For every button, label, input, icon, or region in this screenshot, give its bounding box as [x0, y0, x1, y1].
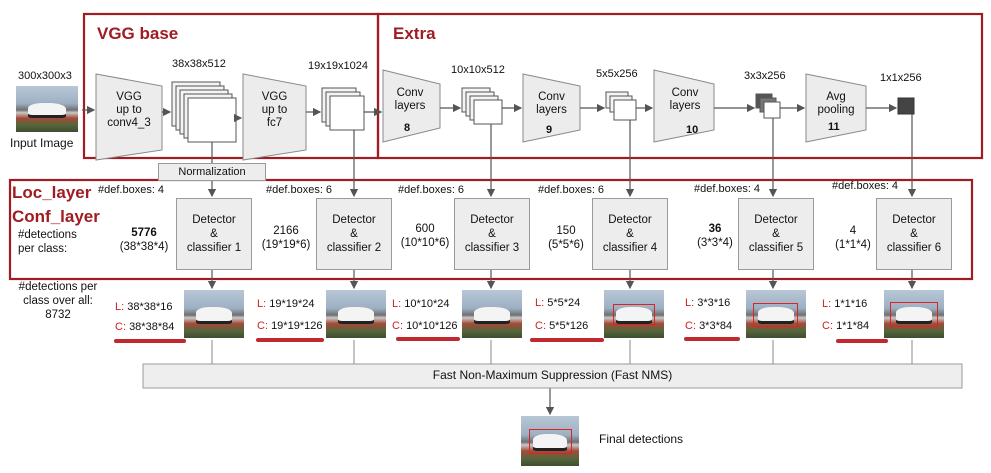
pool11-number: 11	[828, 121, 840, 133]
output-6-L: L: 1*1*16	[822, 298, 868, 310]
count-5: 36(3*3*4)	[697, 223, 733, 249]
detector-5: Detector&classifier 5	[738, 198, 814, 270]
output-2-C: C: 19*19*126	[257, 320, 323, 332]
normalization-box: Normalization	[158, 163, 266, 181]
input-size: 300x300x3	[18, 70, 72, 82]
output-6-C: C: 1*1*84	[822, 320, 870, 332]
count-2: 2166(19*19*6)	[261, 225, 311, 251]
underline-3	[396, 337, 460, 341]
fmap-size-6: 1x1x256	[880, 72, 922, 84]
def-boxes-1: #def.boxes: 4	[98, 184, 165, 196]
final-image	[521, 416, 579, 466]
fmap-stack-2	[321, 87, 365, 131]
underline-6	[836, 339, 888, 343]
count-1: 5776(38*38*4)	[119, 227, 169, 253]
def-boxes-4: #def.boxes: 6	[538, 184, 605, 196]
underline-4	[530, 338, 604, 342]
detector-1: Detector&classifier 1	[176, 198, 252, 270]
vgg-base-title: VGG base	[97, 24, 179, 43]
final-label: Final detections	[599, 432, 684, 446]
detector-2: Detector&classifier 2	[316, 198, 392, 270]
extra-title: Extra	[393, 24, 436, 43]
extra-frame	[376, 12, 984, 160]
conv10-number: 10	[686, 124, 699, 136]
conv8-number: 8	[404, 122, 411, 134]
conv10-shape	[653, 69, 715, 143]
output-3-C: C: 10*10*126	[392, 320, 458, 332]
def-boxes-2: #def.boxes: 6	[266, 184, 333, 196]
output-image-5	[746, 290, 806, 338]
output-4-L: L: 5*5*24	[535, 297, 581, 309]
output-1-C: C: 38*38*84	[115, 321, 175, 333]
detector-4: Detector&classifier 4	[592, 198, 668, 270]
output-3-L: L: 10*10*24	[392, 298, 450, 310]
output-image-2	[326, 290, 386, 338]
conv9-number: 9	[546, 124, 553, 136]
output-5-C: C: 3*3*84	[685, 320, 733, 332]
fmap-size-1: 38x38x512	[172, 58, 226, 70]
output-image-4	[604, 290, 664, 338]
vgg1-shape	[95, 73, 163, 161]
fmap-size-5: 3x3x256	[744, 70, 786, 82]
def-boxes-5: #def.boxes: 4	[694, 183, 761, 195]
output-4-C: C: 5*5*126	[535, 320, 589, 332]
fmap-stack-6	[897, 97, 915, 115]
underline-1	[114, 339, 186, 343]
output-1-L: L: 38*38*16	[115, 301, 173, 313]
conv8-shape	[382, 69, 441, 143]
detector-3: Detector&classifier 3	[454, 198, 530, 270]
fmap-stack-5	[755, 93, 781, 119]
fmap-stack-4	[605, 91, 637, 121]
output-2-L: L: 19*19*24	[257, 298, 315, 310]
fmap-size-3: 10x10x512	[451, 64, 505, 76]
underline-5	[684, 337, 740, 341]
input-label: Input Image	[10, 136, 74, 150]
count-3: 600(10*10*6)	[400, 223, 450, 249]
def-boxes-3: #def.boxes: 6	[398, 184, 465, 196]
loc-layer-title: Loc_layer	[12, 183, 92, 202]
fmap-stack-3	[461, 87, 503, 125]
output-5-L: L: 3*3*16	[685, 297, 731, 309]
vgg2-shape	[242, 73, 307, 161]
detector-6: Detector&classifier 6	[876, 198, 952, 270]
output-image-1	[184, 290, 244, 338]
fmap-size-4: 5x5x256	[596, 68, 638, 80]
pool11-shape	[805, 73, 867, 143]
conf-layer-title: Conf_layer	[12, 207, 100, 226]
output-image-6	[884, 290, 944, 338]
count-6: 4(1*1*4)	[835, 225, 871, 251]
underline-2	[256, 338, 324, 342]
fmap-stack-1	[171, 81, 237, 143]
count-4: 150(5*5*6)	[548, 225, 584, 251]
def-boxes-6: #def.boxes: 4	[832, 180, 899, 192]
output-image-3	[462, 290, 522, 338]
nms-label: Fast Non-Maximum Suppression (Fast NMS)	[432, 368, 673, 382]
conv9-shape	[522, 73, 581, 143]
fmap-size-2: 19x19x1024	[308, 60, 368, 72]
input-image	[16, 86, 78, 132]
nms-bar	[142, 363, 963, 389]
